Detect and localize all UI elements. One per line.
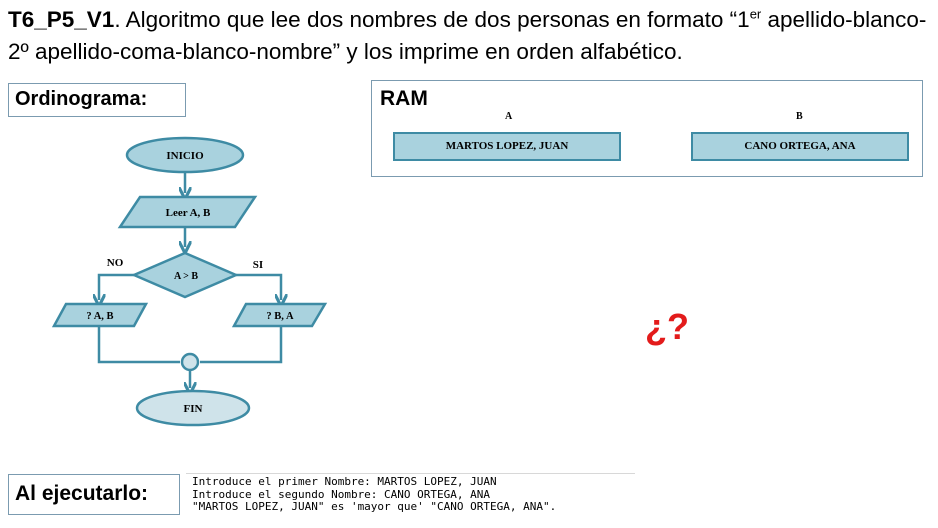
- output-no-node: [51, 302, 149, 328]
- title-code: T6_P5_V1: [8, 7, 115, 32]
- flow-arrow-no: [99, 273, 134, 300]
- read-node: [117, 195, 258, 229]
- console-line: Introduce el segundo Nombre: CANO ORTEGA…: [192, 487, 491, 501]
- ram-var-b-name: B: [796, 111, 803, 122]
- end-label: FIN: [184, 403, 203, 415]
- read-label: Leer A, B: [166, 207, 211, 219]
- flow-arrow-yes: [236, 273, 281, 300]
- console-output: Introduce el primer Nombre: MARTOS LOPEZ…: [186, 473, 635, 523]
- flow-line-no-join: [97, 327, 180, 364]
- ordinograma-label: Ordinograma:: [8, 83, 186, 117]
- start-label: INICIO: [166, 150, 204, 162]
- ram-title: RAM: [380, 87, 428, 110]
- join-connector: [180, 352, 200, 372]
- ram-var-a-name: A: [505, 111, 513, 122]
- page-title: T6_P5_V1. Algoritmo que lee dos nombres …: [8, 4, 933, 68]
- console-line: "MARTOS LOPEZ, JUAN" es 'mayor que' "CAN…: [192, 500, 557, 513]
- execution-label: Al ejecutarlo:: [8, 474, 180, 515]
- flow-line-yes-join: [200, 327, 283, 364]
- title-text-a: . Algoritmo que lee dos nombres de dos p…: [114, 7, 750, 32]
- question-marks: ¿?: [645, 306, 689, 347]
- ram-var-a-box: MARTOS LOPEZ, JUAN: [393, 132, 621, 161]
- end-node: [135, 389, 251, 427]
- ram-panel: RAM A MARTOS LOPEZ, JUAN B CANO ORTEGA, …: [371, 80, 923, 177]
- output-no-label: ? A, B: [86, 311, 113, 322]
- console-line: Introduce el primer Nombre: MARTOS LOPEZ…: [192, 475, 497, 488]
- yes-label: SI: [253, 259, 263, 271]
- ram-var-b-box: CANO ORTEGA, ANA: [691, 132, 909, 161]
- output-yes-label: ? B, A: [266, 311, 294, 322]
- no-label: NO: [107, 257, 124, 269]
- output-yes-node: [231, 302, 328, 328]
- decision-label: A > B: [174, 271, 198, 282]
- title-text-b: apellido-blanco-2º apellido-coma-blanco-…: [8, 7, 927, 64]
- start-node: [125, 136, 245, 174]
- decision-node: [130, 251, 240, 299]
- title-sup: er: [749, 6, 762, 22]
